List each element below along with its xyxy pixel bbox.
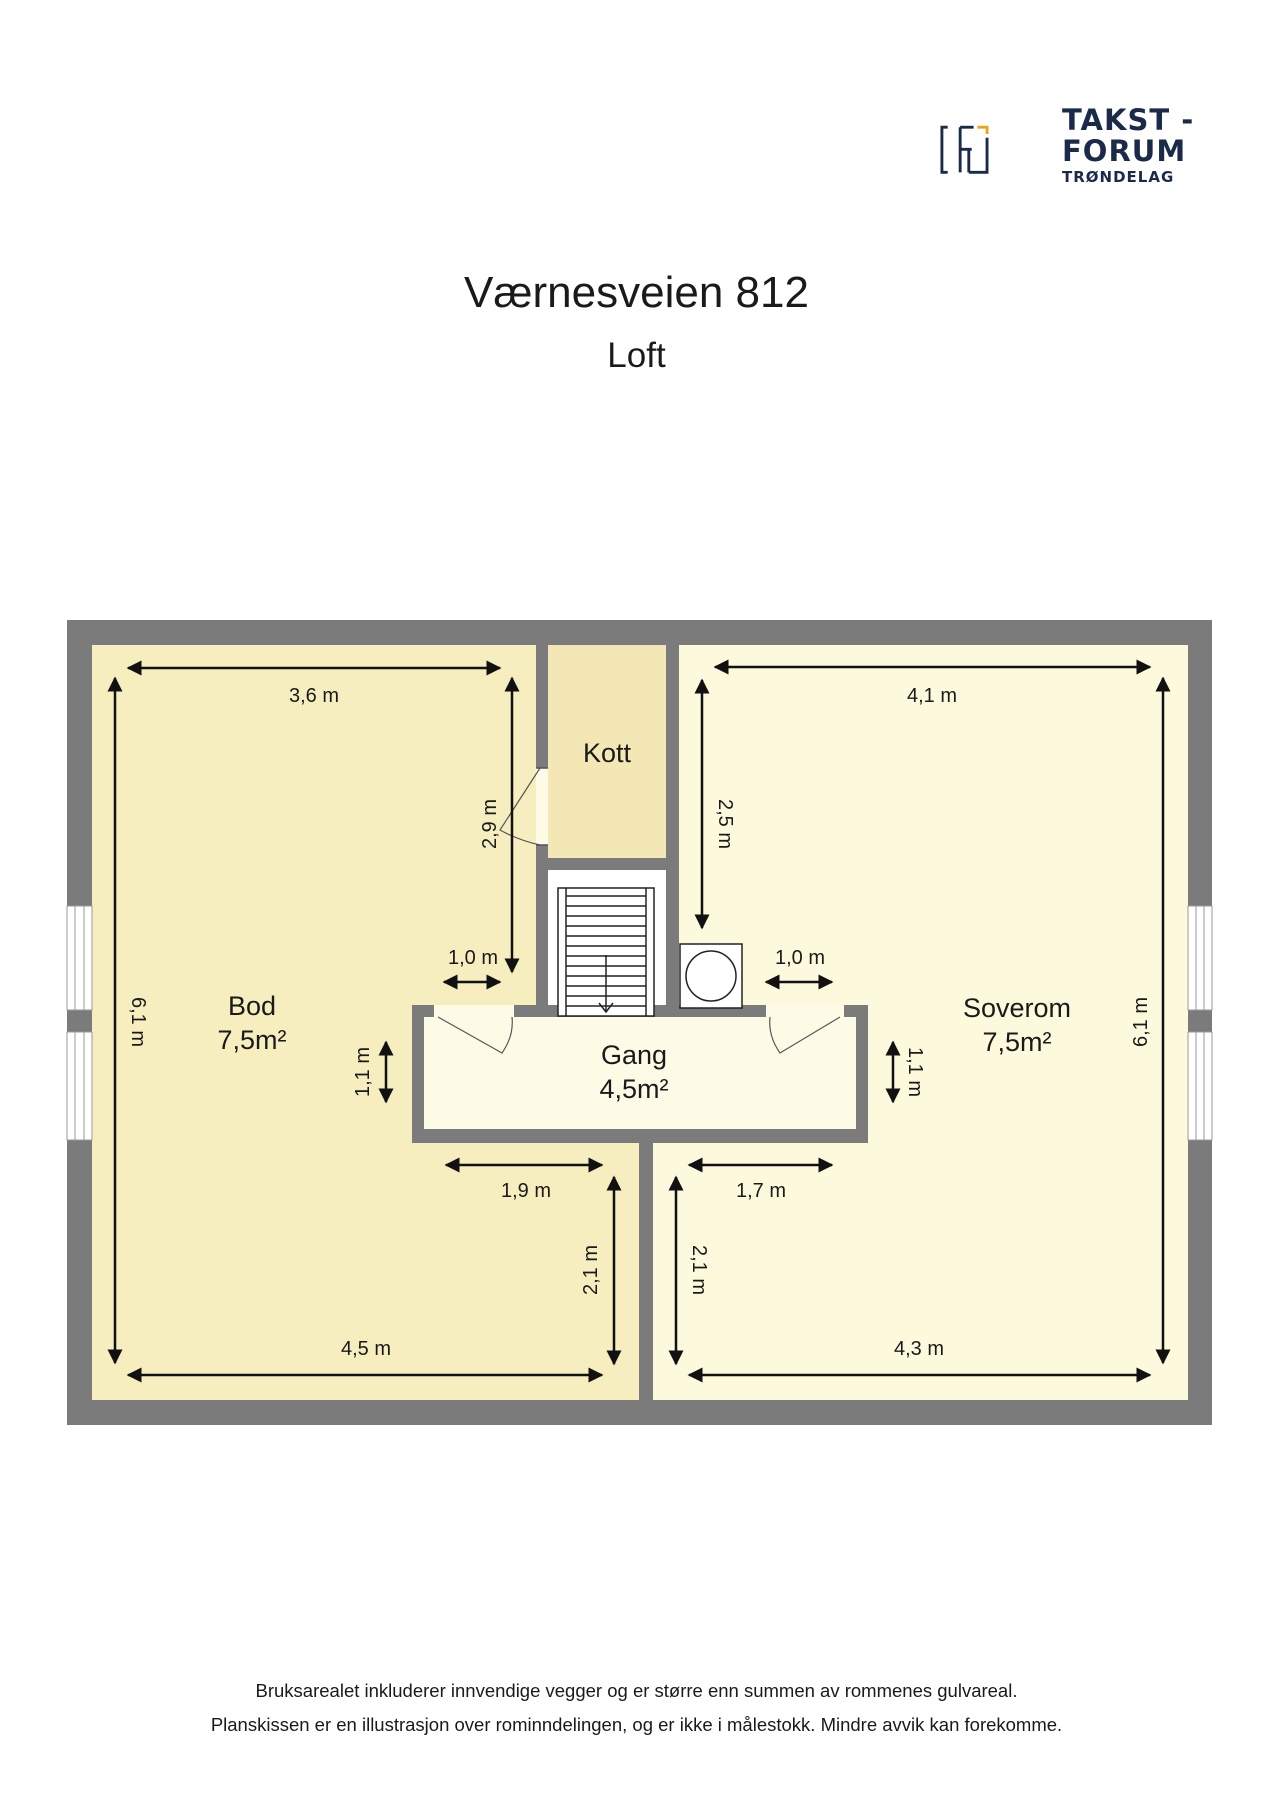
logo-line-3: TRØNDELAG	[1062, 168, 1175, 186]
room-kott-name: Kott	[583, 738, 632, 768]
bod-floor	[92, 645, 639, 1400]
room-bod-area: 7,5m²	[217, 1025, 286, 1055]
floor-subtitle: Loft	[607, 336, 666, 375]
dim-bod-notch: 1,0 m	[448, 947, 498, 969]
room-gang-area: 4,5m²	[599, 1074, 668, 1104]
kott-floor	[548, 645, 666, 858]
dim-soverom-inner-height: 2,5 m	[714, 799, 736, 849]
dim-soverom-lower-width: 1,7 m	[736, 1180, 786, 1202]
logo-line-2: FORUM	[1062, 134, 1187, 168]
dim-bod-inner-height: 2,9 m	[479, 799, 501, 849]
dim-bod-height: 6,1 m	[127, 997, 149, 1047]
dim-bod-lower-width: 1,9 m	[501, 1180, 551, 1202]
soverom-floor	[653, 645, 1188, 1400]
dim-soverom-height: 6,1 m	[1130, 997, 1152, 1047]
footer-note-1: Bruksarealet inkluderer innvendige vegge…	[255, 1680, 1018, 1701]
dim-bod-top: 3,6 m	[289, 685, 339, 707]
chimney	[679, 943, 743, 1009]
footer-note-2: Planskissen er en illustrasjon over romi…	[210, 1714, 1063, 1735]
dim-bod-lower-height: 2,1 m	[580, 1245, 602, 1295]
logo-line-1: TAKST -	[1062, 103, 1195, 137]
dim-gang-right-height: 1,1 m	[904, 1047, 926, 1097]
dim-bod-bottom: 4,5 m	[341, 1338, 391, 1360]
takstforum-logo-mark	[940, 125, 989, 174]
window-right	[1187, 905, 1213, 1141]
dim-soverom-lower-height: 2,1 m	[688, 1245, 710, 1295]
room-soverom-area: 7,5m²	[982, 1027, 1051, 1057]
gang-floor	[424, 1017, 856, 1129]
dim-soverom-bottom: 4,3 m	[894, 1338, 944, 1360]
gang-door-left	[434, 1005, 514, 1054]
gang-door-right	[766, 1005, 844, 1054]
logo-wordmark: TAKST - FORUM TRØNDELAG	[1062, 106, 1194, 185]
dim-soverom-notch: 1,0 m	[775, 947, 825, 969]
staircase	[557, 887, 655, 1017]
window-left	[66, 905, 93, 1141]
room-gang-name: Gang	[601, 1040, 667, 1070]
room-bod-name: Bod	[228, 991, 276, 1021]
page-title: Værnesveien 812	[464, 268, 809, 317]
room-soverom-name: Soverom	[963, 993, 1071, 1023]
dim-soverom-top: 4,1 m	[907, 685, 957, 707]
dim-gang-left-height: 1,1 m	[352, 1047, 374, 1097]
